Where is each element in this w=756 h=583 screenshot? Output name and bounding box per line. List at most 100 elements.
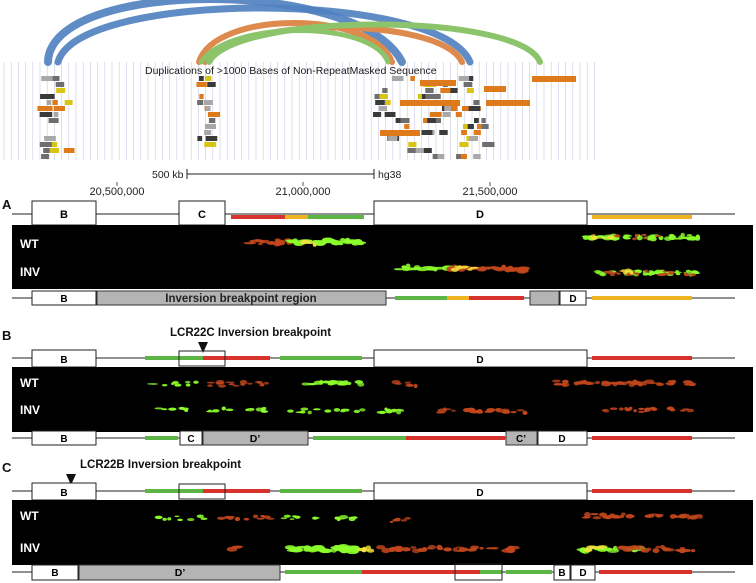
duplication-feature [46, 100, 52, 105]
duplication-feature [418, 94, 427, 99]
signal-spot [594, 380, 601, 385]
signal-spot [680, 232, 685, 238]
signal-spot [390, 546, 402, 550]
signal-spot [632, 237, 637, 241]
signal-spot [644, 407, 652, 411]
signal-spot [312, 408, 321, 411]
block-label: B [60, 294, 67, 305]
panel-c: C LCR22B Inversion breakpoint B D WT INV… [2, 459, 753, 581]
browser-grid [3, 62, 595, 160]
duplication-feature [207, 82, 215, 87]
duplication-feature [463, 82, 473, 87]
signal-spot [501, 408, 510, 412]
duplication-feature [429, 112, 442, 117]
signal-spot [522, 410, 528, 415]
row-label-inv: INV [20, 541, 40, 555]
signal-spot [333, 408, 341, 412]
signal-spot [391, 380, 401, 385]
signal-spot [606, 235, 615, 240]
signal-spot [185, 380, 191, 384]
signal-spot [681, 548, 692, 553]
signal-spot [246, 382, 253, 385]
signal-spot [389, 520, 394, 523]
signal-spot [346, 381, 352, 386]
signal-spot [668, 382, 675, 386]
signal-spot [385, 410, 393, 414]
row-label-inv: INV [20, 403, 40, 417]
signal-spot [642, 236, 649, 240]
signal-spot [678, 514, 684, 518]
signal-spot [345, 409, 350, 412]
signal-spot [309, 382, 318, 386]
block-label: D [476, 209, 484, 221]
signal-spot [184, 408, 189, 412]
signal-spot [623, 234, 631, 237]
signal-spot [206, 410, 215, 413]
signal-spot [255, 239, 262, 243]
duplication-feature [400, 118, 410, 123]
signal-spot [318, 548, 333, 554]
scale-bar: 500 kb hg38 [152, 169, 402, 181]
signal-spot [376, 411, 382, 414]
row-label-wt: WT [20, 376, 39, 390]
duplication-feature [532, 76, 576, 82]
arc-blue-1 [44, 0, 406, 66]
signal-spot [185, 383, 191, 387]
bottom-map: B C D’ C’ D [12, 430, 735, 446]
duplication-feature [446, 106, 458, 111]
duplication-feature [420, 80, 456, 86]
signal-spot [681, 236, 691, 240]
signal-spot [552, 379, 561, 383]
signal-spot [215, 382, 225, 385]
signal-spot [344, 240, 355, 244]
signal-spot [470, 545, 480, 550]
signal-spot [206, 381, 215, 384]
duplication-feature [425, 94, 437, 99]
block-label: D [579, 568, 586, 579]
signal-spot [676, 549, 683, 552]
signal-spot [606, 548, 620, 553]
signal-spot [312, 242, 317, 247]
row-label-inv: INV [20, 265, 40, 279]
signal-spot [170, 382, 175, 386]
block-label: B [60, 209, 68, 221]
signal-spot [353, 409, 360, 414]
signal-spot [174, 383, 182, 387]
signal-spot [462, 265, 470, 268]
signal-spot [366, 548, 375, 553]
duplication-feature [461, 130, 467, 135]
block-label: B [60, 488, 67, 499]
duplication-feature [375, 100, 385, 105]
panel-a: A B C D WT INV B Inversion breakpoint re… [2, 197, 753, 306]
signal-spot [400, 519, 408, 522]
duplication-feature [378, 106, 388, 111]
signal-spot [601, 409, 606, 412]
panel-letter: A [2, 197, 12, 212]
panel-title: LCR22C Inversion breakpoint [170, 327, 331, 339]
signal-spot [508, 545, 520, 550]
signal-spot [405, 383, 414, 387]
signal-spot [340, 548, 352, 553]
signal-spot [668, 233, 675, 238]
signal-spot [638, 410, 645, 414]
scale-label: 500 kb [152, 169, 184, 181]
signal-spot [504, 547, 512, 551]
signal-spot [249, 408, 255, 411]
duplication-feature [49, 142, 58, 147]
duplication-feature [197, 136, 203, 141]
signal-spot [221, 406, 226, 411]
signal-spot [652, 548, 660, 554]
signal-spot [675, 270, 680, 274]
signal-spot [679, 547, 686, 550]
signal-spot [451, 409, 456, 412]
signal-spot [336, 382, 345, 386]
duplication-feature [481, 124, 489, 129]
duplication-feature [481, 118, 486, 123]
signal-spot [263, 381, 269, 385]
duplication-feature [400, 100, 460, 106]
signal-spot [455, 546, 465, 549]
signal-spot [232, 384, 240, 387]
signal-spot [695, 234, 700, 240]
signal-spot [405, 548, 411, 552]
